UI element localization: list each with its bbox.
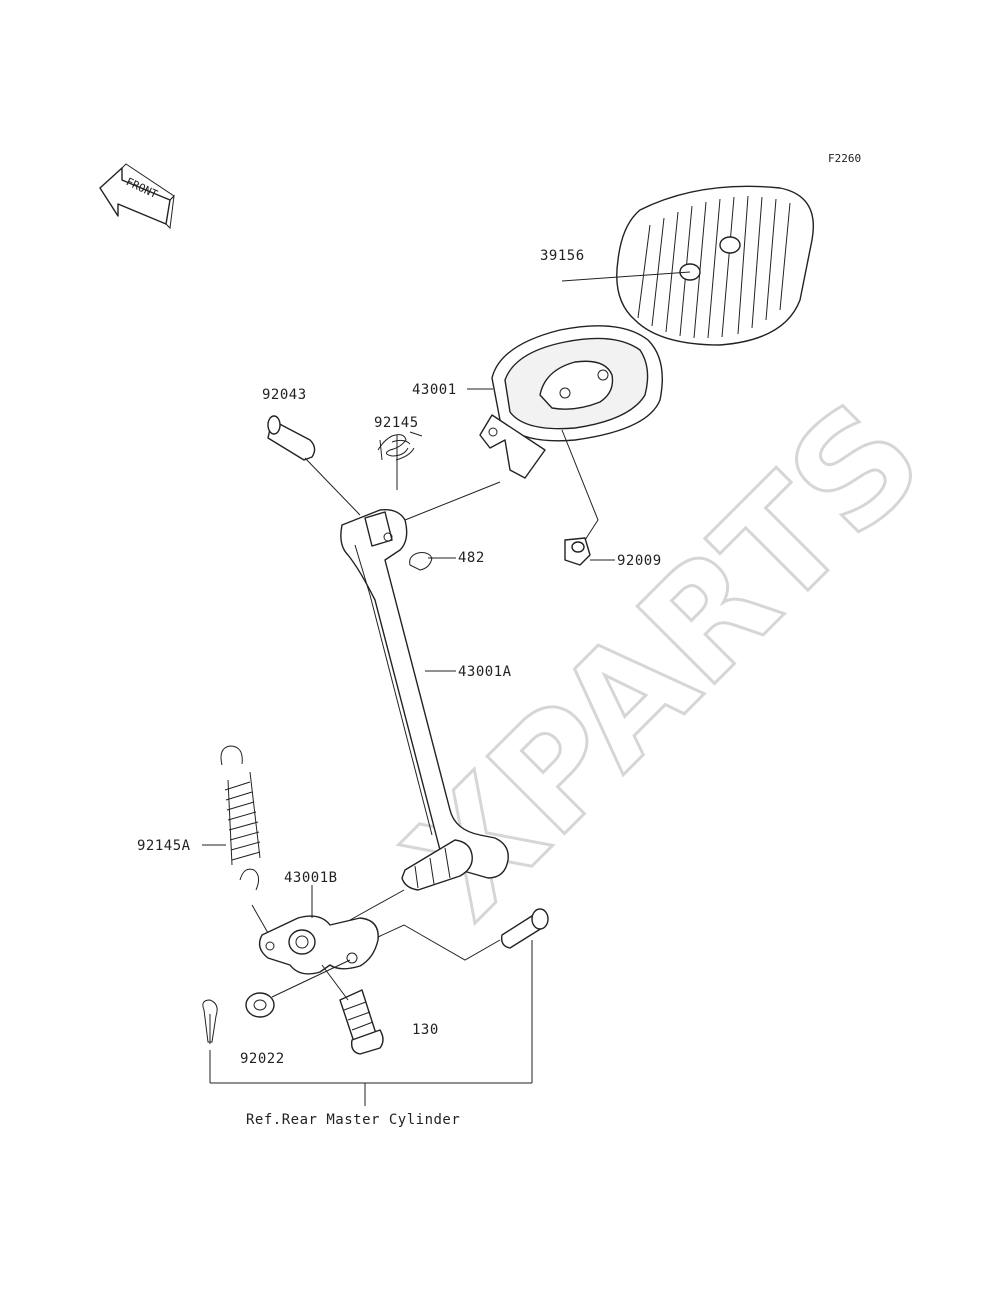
snap-clip-482 (409, 552, 433, 571)
return-spring-92145 (377, 431, 423, 461)
bolt-130 (339, 989, 384, 1055)
label-130: 130 (412, 1022, 439, 1038)
reference-bracket (209, 940, 533, 1106)
pedal-pad-39156 (616, 185, 814, 346)
label-43001: 43001 (412, 382, 457, 398)
front-arrow-icon: FRONT (99, 163, 175, 230)
bolt-92009 (564, 537, 591, 566)
reference-note: Ref.Rear Master Cylinder (246, 1112, 460, 1128)
washer (245, 992, 275, 1018)
label-92043: 92043 (262, 387, 307, 403)
pedal-arm-43001A (340, 509, 509, 891)
label-482: 482 (458, 550, 485, 566)
brake-pedal-base-43001 (479, 325, 663, 479)
label-92145A: 92145A (137, 838, 191, 854)
cotter-pin-92022 (202, 999, 218, 1044)
label-92145: 92145 (374, 415, 419, 431)
pivot-pin-92043 (267, 415, 316, 461)
label-43001B: 43001B (284, 870, 338, 886)
label-92022: 92022 (240, 1051, 285, 1067)
figure-code: F2260 (828, 152, 861, 165)
label-92009: 92009 (617, 553, 662, 569)
return-spring-92145A (220, 745, 261, 891)
label-43001A: 43001A (458, 664, 512, 680)
lever-43001B (258, 915, 379, 975)
label-39156: 39156 (540, 248, 585, 264)
clevis-pin (500, 908, 549, 949)
